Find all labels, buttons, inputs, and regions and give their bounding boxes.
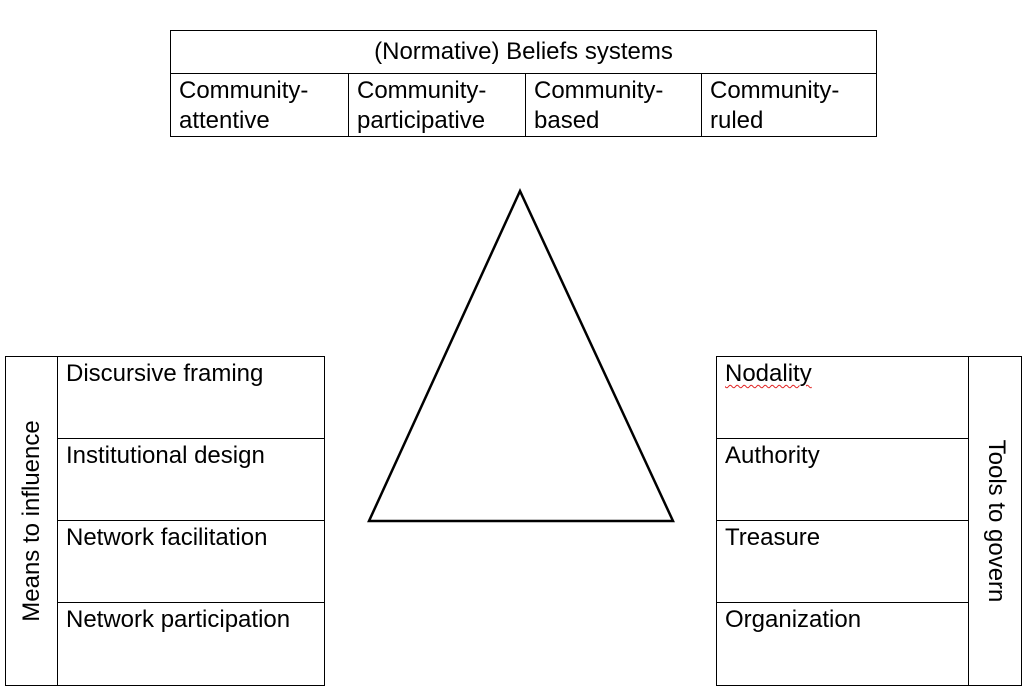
means-item-discursive-framing: Discursive framing xyxy=(58,357,324,439)
tools-item-treasure: Treasure xyxy=(717,521,969,603)
triangle-shape xyxy=(367,188,675,523)
tools-item-nodality-text: Nodality xyxy=(725,360,812,387)
means-to-influence-list: Discursive framing Institutional design … xyxy=(58,357,324,685)
belief-cell-based: Community- based xyxy=(525,74,701,137)
belief-cell-attentive: Community- attentive xyxy=(179,77,309,134)
tools-item-organization: Organization xyxy=(725,606,862,633)
tools-item-nodality: Nodality xyxy=(717,357,969,439)
means-to-influence-label: Means to influence xyxy=(18,420,45,622)
means-item-network-participation: Network participation xyxy=(66,606,291,633)
tools-to-govern-label: Tools to govern xyxy=(983,439,1010,603)
means-item-institutional-design: Institutional design xyxy=(58,439,324,521)
means-to-influence-label-column: Means to influence xyxy=(6,357,58,685)
means-to-influence-panel: Means to influence Discursive framing In… xyxy=(5,356,325,686)
beliefs-systems-row: Community- attentive Community- particip… xyxy=(171,74,876,137)
tools-item-authority: Authority xyxy=(717,439,969,521)
tools-to-govern-panel: Nodality Authority Treasure Organization… xyxy=(716,356,1022,686)
tools-to-govern-list: Nodality Authority Treasure Organization xyxy=(717,357,969,685)
belief-cell-ruled: Community- ruled xyxy=(701,74,878,137)
beliefs-systems-table: (Normative) Beliefs systems Community- a… xyxy=(170,30,877,137)
beliefs-systems-title: (Normative) Beliefs systems xyxy=(171,31,876,74)
belief-cell-participative: Community- participative xyxy=(348,74,525,137)
tools-to-govern-label-column: Tools to govern xyxy=(968,357,1021,685)
means-item-network-facilitation: Network facilitation xyxy=(58,521,324,603)
